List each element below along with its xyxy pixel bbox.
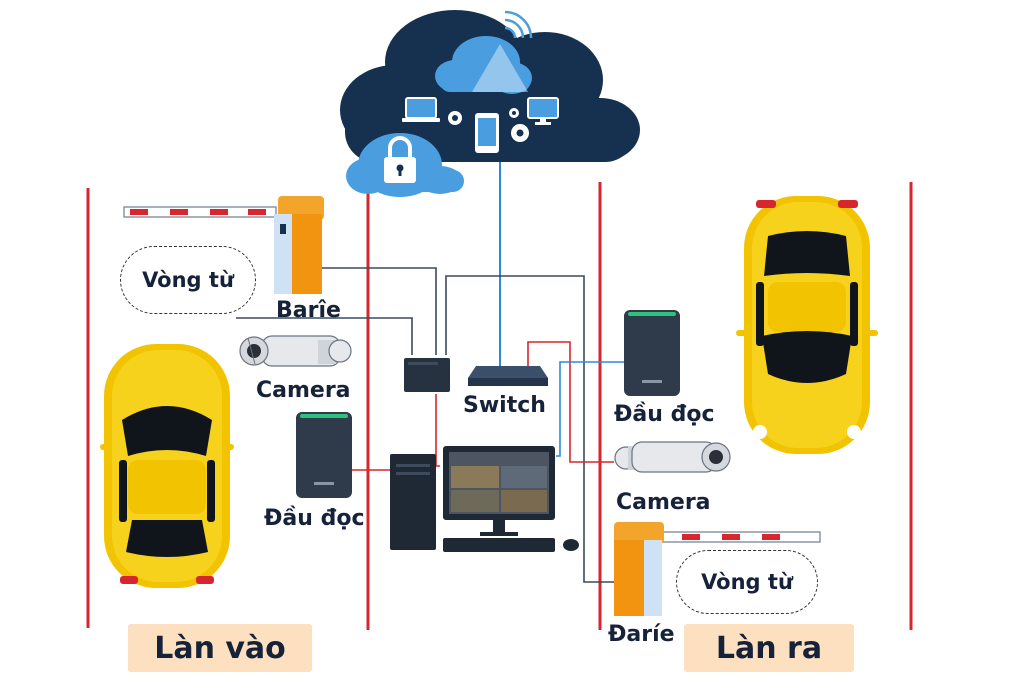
barie-label-left: Barîe	[276, 298, 341, 323]
switch-icon	[468, 366, 548, 386]
lock-icon	[346, 133, 464, 197]
vong-tu-text-right: Vòng từ	[701, 570, 793, 594]
entry-lane-text: Làn vào	[154, 630, 286, 666]
card-reader-icon	[296, 412, 352, 498]
switch-label: Switch	[463, 393, 546, 418]
gear-icon	[448, 108, 529, 142]
car-icon	[100, 344, 234, 588]
laptop-icon	[402, 97, 440, 122]
phone-icon	[475, 113, 499, 153]
wires	[236, 150, 624, 583]
camera-icon	[614, 441, 731, 473]
camera-icon	[239, 335, 352, 367]
vong-tu-text-left: Vòng từ	[142, 268, 234, 292]
wifi-icon	[504, 10, 533, 39]
exit-lane-text: Làn ra	[715, 630, 823, 666]
dau-doc-label-left: Đầu đọc	[264, 506, 365, 531]
loop-detector-label-right: Vòng từ	[676, 550, 818, 614]
server-icon	[404, 358, 450, 392]
barrier-icon	[123, 196, 324, 294]
dau-doc-label-right: Đầu đọc	[614, 402, 715, 427]
card-reader-icon	[624, 310, 680, 396]
camera-label-right: Camera	[616, 490, 711, 515]
barie-label-right: Đaríe	[608, 622, 675, 647]
computer-icon	[390, 446, 579, 552]
cloud-icon	[340, 10, 640, 197]
entry-lane-label: Làn vào	[128, 624, 312, 672]
camera-label-left: Camera	[256, 378, 351, 403]
car-icon	[736, 196, 878, 454]
small-cloud-icon	[435, 36, 532, 94]
monitor-icon	[527, 97, 559, 125]
loop-detector-label-left: Vòng từ	[120, 246, 256, 314]
barrier-icon	[614, 522, 821, 616]
exit-lane-label: Làn ra	[684, 624, 854, 672]
lane-lines	[86, 182, 913, 630]
